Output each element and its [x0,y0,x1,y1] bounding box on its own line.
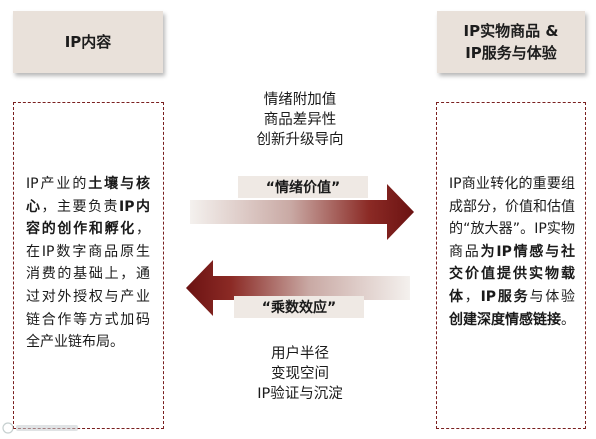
ip-goods-description-box: IP商业转化的重要组成部分，价值和估值的“放大器”。IP实物商品为IP情感与社交… [436,102,586,429]
right-arrow [190,184,414,240]
desc-segment: IP商业转化的重要组成部分，价值和估值的“放大器”。IP实物商品 [449,176,575,260]
ip-goods-header-line1: IP实物商品 & [463,22,559,40]
bottom-flow-factor: 变现空间 [271,366,329,382]
top-flow-factors: 情绪附加值 商品差异性 创新升级导向 [205,90,395,150]
ip-content-description-box: IP产业的土壤与核心，主要负责IP内容的创作和孵化，在IP数字商品原生消费的基础… [13,102,164,429]
desc-segment: IP产业的 [26,176,89,192]
desc-segment-bold: 土壤与核心 [26,176,151,215]
ip-content-header: IP内容 [13,11,163,73]
ip-goods-header-line2: IP服务与体验 [465,44,557,62]
top-flow-factor: 商品差异性 [263,112,337,128]
top-flow-factor: 创新升级导向 [256,132,344,148]
desc-segment: ，主要负责 [41,198,120,215]
multiplier-effect-label: “乘数效应” [234,296,364,318]
bottom-flow-factor: IP验证与沉淀 [257,386,343,402]
desc-segment-bold: 创建深度情感链接 [449,311,561,328]
desc-segment-bold: IP内容的创作和孵化 [26,198,151,238]
emotional-value-text: “情绪价值” [265,180,341,196]
desc-segment: 与体验 [529,288,576,305]
ip-goods-services-header: IP实物商品 & IP服务与体验 [437,11,585,73]
emotional-value-label: “情绪价值” [238,176,368,198]
bottom-flow-factors: 用户半径 变现空间 IP验证与沉淀 [205,344,395,404]
ip-content-header-label: IP内容 [64,33,112,51]
desc-segment-bold: IP服务 [480,288,530,305]
left-arrow [186,260,410,316]
watermark-logo [2,422,78,434]
multiplier-effect-text: “乘数效应” [261,300,337,316]
top-flow-factor: 情绪附加值 [263,92,337,108]
desc-segment: ， [464,288,481,305]
desc-segment: 。 [561,311,575,328]
desc-segment: ，在IP数字商品原生消费的基础上，通过对外授权与产业链合作等方式加码全产业链布局… [26,221,150,351]
bottom-flow-factor: 用户半径 [271,346,329,362]
desc-segment-bold: 为IP情感与社交价值提供实物载体 [449,243,575,305]
